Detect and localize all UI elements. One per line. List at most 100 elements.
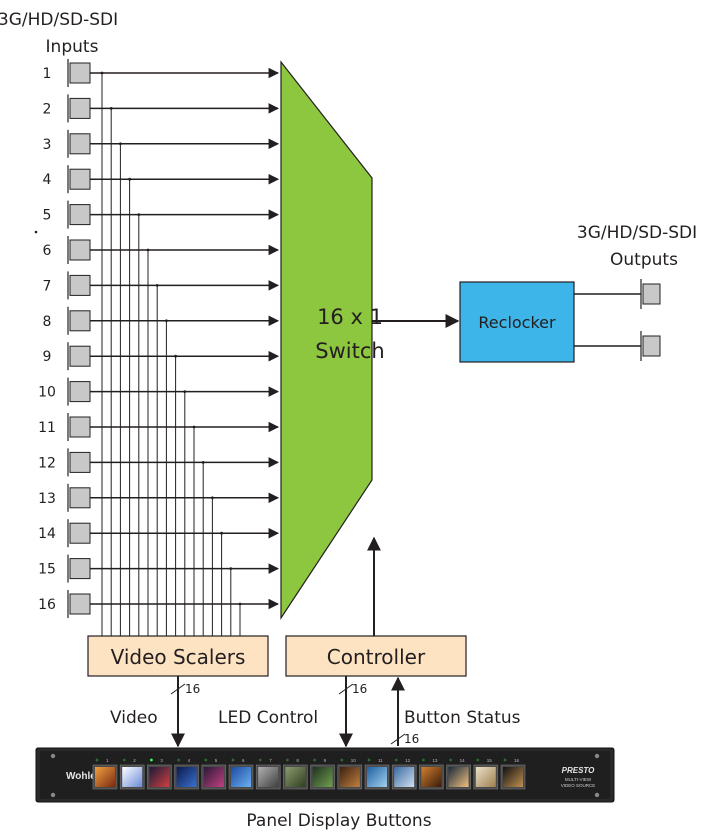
input-number-16: 16 <box>38 597 56 613</box>
panel-button-6[interactable]: 6 <box>228 758 254 790</box>
output-connector-1 <box>640 279 661 309</box>
panel-button-8[interactable]: 8 <box>283 758 308 790</box>
panel-button-4[interactable]: 4 <box>174 758 199 790</box>
input-connector-5 <box>67 200 91 229</box>
panel-button-16[interactable]: 16 <box>500 758 526 790</box>
input-connector-12 <box>67 448 91 477</box>
outputs-heading-line1: 3G/HD/SD-SDI <box>577 223 697 243</box>
panel-button-thumbnail-15 <box>475 767 496 787</box>
tap-junction-13 <box>211 496 214 500</box>
input-connector-16 <box>67 590 91 618</box>
video-signal-label: Video <box>110 708 158 728</box>
input-number-8: 8 <box>43 314 52 330</box>
video-bus-width: 16 <box>185 682 200 696</box>
button-bus-slash <box>390 733 406 745</box>
switch-label-line2: Switch <box>315 339 384 363</box>
panel-button-1[interactable]: 1 <box>92 758 118 790</box>
panel-led-5 <box>204 758 208 762</box>
led-bus-slash <box>338 683 354 695</box>
input-number-2: 2 <box>43 101 52 117</box>
panel-button-3[interactable]: 3 <box>147 758 172 790</box>
input-connector-8 <box>67 306 91 335</box>
reclocker-block <box>459 281 575 363</box>
panel-led-7 <box>258 758 262 762</box>
input-connector-2 <box>67 94 91 123</box>
panel-button-thumbnail-12 <box>394 767 415 787</box>
panel-led-11 <box>367 758 371 762</box>
input-number-7: 7 <box>43 278 52 294</box>
panel-led-16 <box>503 758 507 762</box>
panel-button-number-13: 13 <box>432 758 438 763</box>
output-connector-2 <box>640 331 661 361</box>
input-number-6: 6 <box>43 243 52 259</box>
panel-button-11[interactable]: 11 <box>364 758 390 790</box>
panel-button-thumbnail-4 <box>176 767 197 787</box>
input-number-14: 14 <box>38 526 56 542</box>
tap-junction-16 <box>238 602 242 606</box>
video-scalers-box <box>87 635 269 677</box>
panel-button-thumbnail-2 <box>122 767 143 787</box>
panel-button-15[interactable]: 15 <box>473 758 499 790</box>
panel-button-number-12: 12 <box>405 758 411 763</box>
panel-button-13[interactable]: 13 <box>419 758 444 790</box>
button-status-label: Button Status <box>404 708 521 728</box>
input-number-1: 1 <box>43 66 52 82</box>
panel-button-thumbnail-16 <box>503 767 523 787</box>
inputs-heading-line1: 3G/HD/SD-SDI <box>0 10 118 30</box>
panel-button-thumbnail-7 <box>258 767 279 787</box>
panel-button-thumbnail-1 <box>95 767 115 787</box>
panel-led-1 <box>95 758 99 762</box>
panel-led-10 <box>340 758 344 762</box>
panel-button-thumbnail-6 <box>231 767 251 787</box>
tap-junction-2 <box>109 107 113 110</box>
input-connector-11 <box>67 413 91 441</box>
panel-led-8 <box>286 758 289 762</box>
panel-button-number-6: 6 <box>242 758 245 763</box>
panel-button-2[interactable]: 2 <box>119 758 145 790</box>
scaler-taps <box>100 71 242 636</box>
panel-button-5[interactable]: 5 <box>201 758 227 790</box>
panel-button-number-10: 10 <box>351 758 357 763</box>
controller-box <box>285 635 467 677</box>
input-number-4: 4 <box>43 172 52 188</box>
input-number-10: 10 <box>38 385 56 401</box>
input-connector-13 <box>67 483 91 512</box>
panel-brand: Wohler <box>66 771 100 782</box>
panel-button-14[interactable]: 14 <box>446 758 471 790</box>
input-number-3: 3 <box>43 137 52 153</box>
input-number-15: 15 <box>38 562 56 578</box>
panel-button-thumbnail-10 <box>339 767 360 787</box>
panel-button-12[interactable]: 12 <box>391 758 417 790</box>
tap-junction-3 <box>119 142 122 146</box>
input-connector-15 <box>67 554 91 583</box>
panel-led-2 <box>122 758 126 762</box>
led-bus-width: 16 <box>352 682 367 696</box>
panel-led-13 <box>422 758 425 762</box>
panel-button-10[interactable]: 10 <box>337 758 363 790</box>
tap-junction-5 <box>137 213 141 217</box>
led-control-label: LED Control <box>218 708 318 728</box>
panel-product-sub2: VIDEO SOURCE <box>561 783 596 788</box>
input-connector-6 <box>67 236 91 264</box>
tap-junction-6 <box>146 248 150 252</box>
controller-label: Controller <box>327 645 426 669</box>
panel-button-7[interactable]: 7 <box>255 758 281 790</box>
tap-junction-8 <box>165 319 168 323</box>
panel-button-9[interactable]: 9 <box>310 758 335 790</box>
panel-button-number-3: 3 <box>160 758 163 763</box>
input-connector-9 <box>67 342 91 371</box>
panel-led-14 <box>449 758 452 762</box>
video-scalers-label: Video Scalers <box>111 645 246 669</box>
panel-button-number-14: 14 <box>460 758 466 763</box>
input-number-9: 9 <box>43 349 52 365</box>
outputs-heading-line2: Outputs <box>610 250 678 270</box>
input-connector-1 <box>67 59 91 87</box>
panel-product-sub1: MULTI-VIEW <box>565 777 592 782</box>
input-connector-14 <box>67 519 91 548</box>
panel-button-thumbnail-3 <box>149 767 170 787</box>
panel-led-12 <box>394 758 398 762</box>
input-number-13: 13 <box>38 491 56 507</box>
